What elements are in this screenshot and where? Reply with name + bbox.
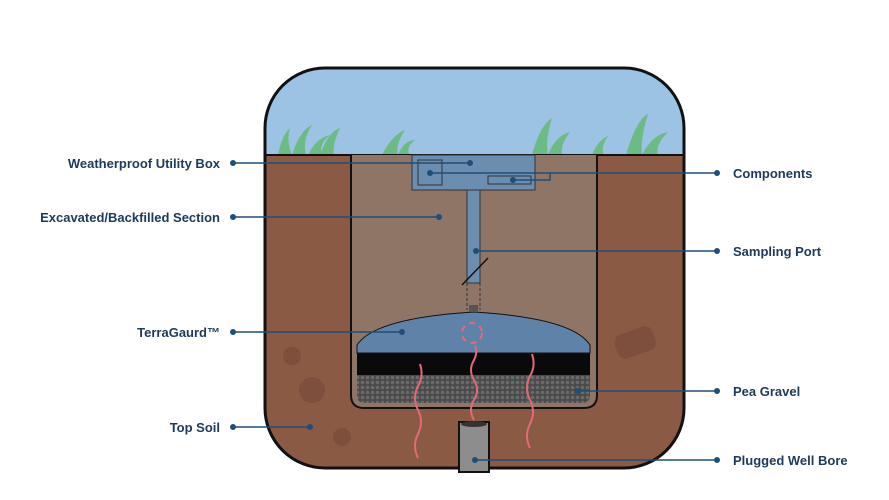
grass-icon [278, 114, 668, 155]
sampling-port [466, 189, 481, 284]
label-components: Components [733, 166, 812, 181]
plugged-well-bore [458, 421, 490, 473]
label-pea-gravel: Pea Gravel [733, 384, 800, 399]
black-layer [357, 353, 590, 375]
vapor-arrows [414, 322, 535, 459]
label-plugged-well-bore: Plugged Well Bore [733, 453, 848, 468]
label-excavated-backfilled-section: Excavated/Backfilled Section [40, 210, 220, 225]
fossil-icon [283, 326, 656, 446]
label-sampling-port: Sampling Port [733, 244, 822, 259]
label-weatherproof-utility-box: Weatherproof Utility Box [68, 156, 221, 171]
label-terragaurd: TerraGaurd™ [137, 325, 220, 340]
label-top-soil: Top Soil [170, 420, 220, 435]
leader-lines [230, 160, 720, 463]
